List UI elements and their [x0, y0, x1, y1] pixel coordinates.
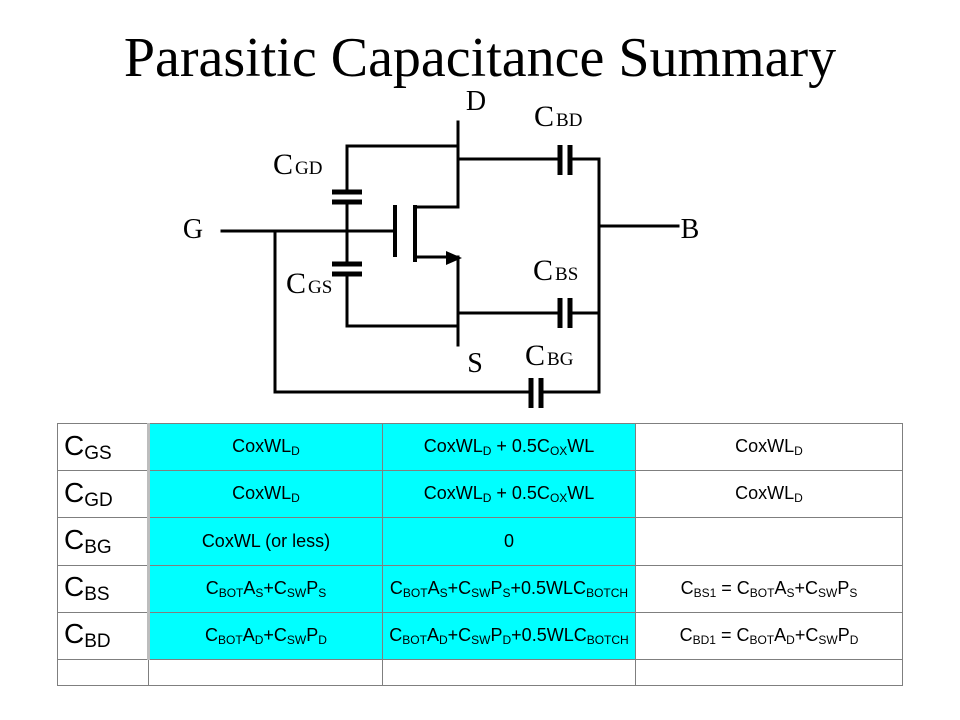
cutoff-cell: CoxWLD: [148, 422, 383, 472]
cutoff-cell: CoxWL (or less): [148, 517, 383, 566]
triode-cell: CBOTAS+CSWPS+0.5WLCBOTCH: [382, 564, 636, 613]
capacitance-name: CBS: [57, 564, 150, 613]
cutoff-cell: CBOTAS+CSWPS: [148, 564, 383, 613]
saturation-cell: CoxWLD: [635, 470, 903, 519]
gate-label: G: [183, 214, 203, 245]
triode-cell: 0: [382, 517, 636, 566]
drain-label: D: [466, 86, 486, 117]
empty-cell: [382, 658, 636, 687]
body-label: B: [681, 214, 700, 245]
saturation-cell: CBS1 = CBOTAS+CSWPS: [635, 564, 903, 613]
capacitance-name: CGD: [57, 470, 150, 519]
table-row-empty: [57, 658, 903, 687]
saturation-cell: [635, 517, 903, 566]
source-label: S: [467, 348, 483, 379]
capacitance-name: CBG: [57, 517, 150, 566]
triode-cell: CBOTAD+CSWPD+0.5WLCBOTCH: [382, 611, 636, 660]
empty-cell: [57, 658, 149, 687]
saturation-cell: CoxWLD: [635, 422, 903, 472]
triode-cell: CoxWLD + 0.5COXWL: [382, 470, 636, 519]
saturation-cell: CBD1 = CBOTAD+CSWPD: [635, 611, 903, 660]
cutoff-cell: CoxWLD: [148, 470, 383, 519]
cutoff-cell: CBOTAD+CSWPD: [148, 611, 383, 660]
empty-cell: [148, 658, 383, 687]
capacitance-name: CGS: [57, 422, 150, 472]
empty-cell: [635, 658, 903, 687]
slide-title: Parasitic Capacitance Summary: [123, 27, 837, 89]
capacitance-name: CBD: [57, 611, 150, 660]
triode-cell: CoxWLD + 0.5COXWL: [382, 422, 636, 472]
